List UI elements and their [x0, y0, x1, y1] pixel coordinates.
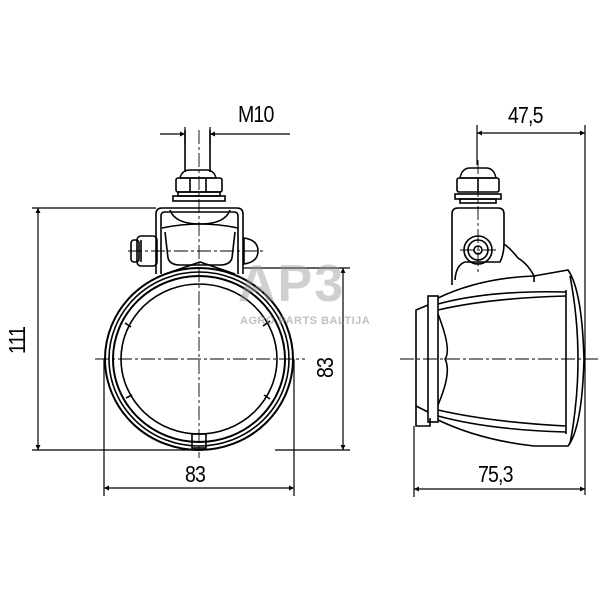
dim-total-height-label: 111 — [4, 326, 30, 354]
dim-lens-width-label: 83 — [185, 461, 206, 487]
watermark-text: AGRO PARTS BALTIJA — [240, 315, 371, 327]
dim-total-depth-label: 75,3 — [478, 461, 513, 487]
side-view — [415, 167, 585, 447]
watermark-logo: AP3 — [238, 255, 346, 313]
dim-lens-height-label: 83 — [312, 357, 338, 378]
dim-thread-label: M10 — [238, 101, 274, 127]
dim-mount-depth-label: 47,5 — [508, 102, 543, 128]
